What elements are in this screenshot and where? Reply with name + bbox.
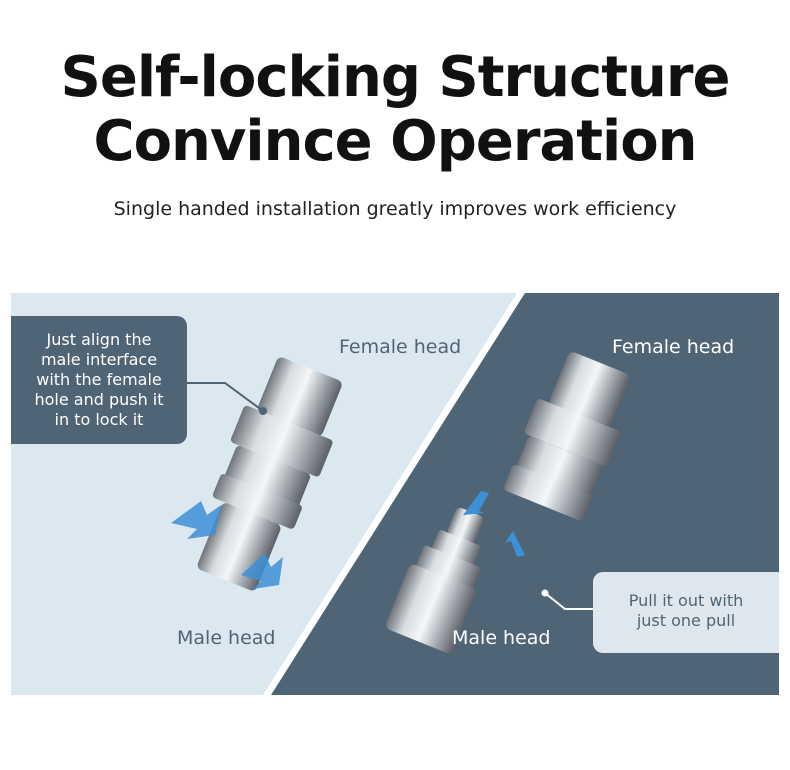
- callout-line: Pull it out with: [628, 591, 744, 610]
- arrow-icon: [171, 501, 221, 539]
- arrow-icon: [463, 491, 489, 515]
- callout-connector: [544, 592, 593, 610]
- callout-line: male interface: [40, 350, 158, 369]
- page-title: Self-locking Structure Convince Operatio…: [0, 46, 790, 174]
- right-female-coupler: [504, 352, 630, 521]
- male-head-label-left: Male head: [177, 627, 276, 649]
- push-lock-callout: Just align the male interface with the f…: [11, 316, 187, 444]
- callout-line: hole and push it: [34, 390, 164, 409]
- divider-stripe: [263, 293, 525, 695]
- subtitle: Single handed installation greatly impro…: [113, 198, 677, 220]
- callout-line: Just align the: [46, 330, 152, 349]
- product-illustration-panel: Just align the male interface with the f…: [11, 293, 779, 695]
- female-head-label-right: Female head: [612, 336, 735, 358]
- title-line-2: Convince Operation: [93, 109, 697, 174]
- callout-line: with the female: [36, 370, 162, 389]
- male-head-label-right: Male head: [452, 627, 551, 649]
- callout-connector: [187, 382, 264, 412]
- callout-line: just one pull: [636, 611, 736, 630]
- pull-out-callout: Pull it out with just one pull: [593, 572, 779, 653]
- arrow-icon: [505, 531, 525, 557]
- title-line-1: Self-locking Structure: [60, 45, 731, 110]
- callout-line: in to lock it: [54, 410, 144, 429]
- arrow-icon: [241, 553, 283, 589]
- right-male-plug: [386, 508, 484, 653]
- female-head-label-left: Female head: [339, 336, 462, 358]
